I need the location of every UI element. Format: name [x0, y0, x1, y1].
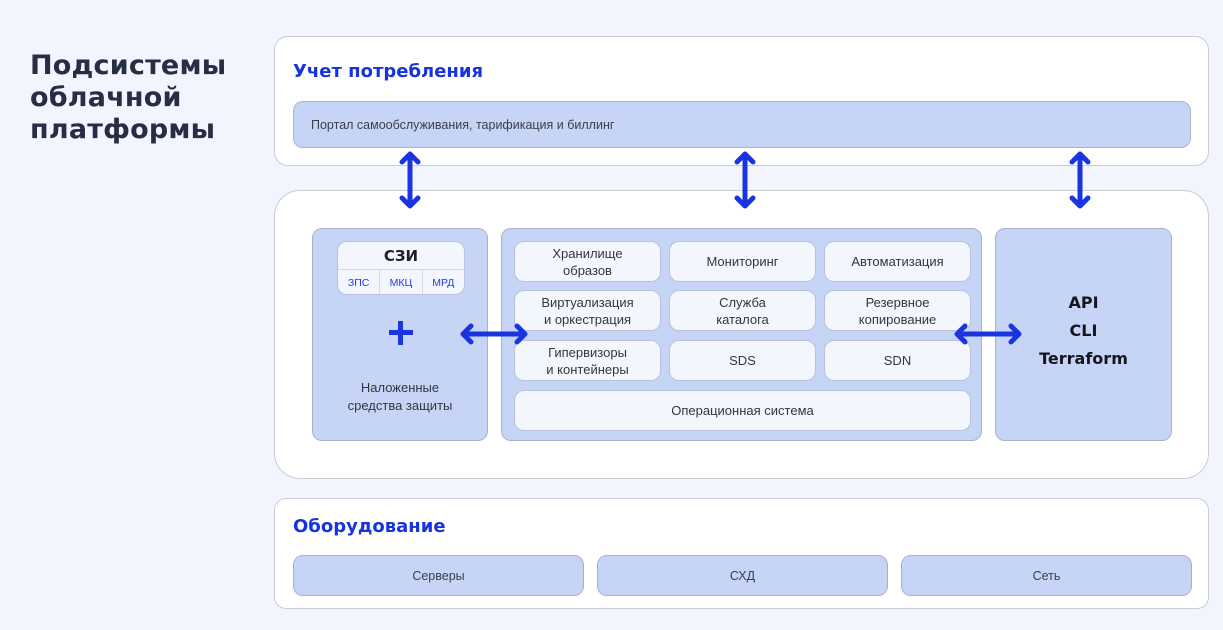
security-block: СЗИ ЗПС МКЦ МРД Наложенные средства защи… [312, 228, 488, 441]
hardware-item-label: СХД [729, 568, 756, 583]
portal-bar: Портал самообслуживания, тарификация и б… [293, 101, 1191, 148]
szi-items: ЗПС МКЦ МРД [338, 270, 464, 294]
portal-label: Портал самообслуживания, тарификация и б… [311, 117, 615, 132]
szi-item: МКЦ [380, 270, 423, 294]
hardware-item-network: Сеть [901, 555, 1192, 596]
hardware-title: Оборудование [293, 516, 446, 537]
interfaces-block: API CLI Terraform [995, 228, 1172, 441]
horizontal-arrow-icon [460, 323, 528, 345]
vertical-arrow-icon [399, 151, 421, 209]
szi-item: МРД [432, 276, 455, 289]
core-tile: Мониторинг [669, 241, 816, 282]
accounting-panel: Учет потребления Портал самообслуживания… [274, 36, 1209, 166]
overlay-label-line: средства защиты [347, 398, 453, 413]
core-tile-line: SDN [883, 353, 912, 368]
core-tile-line: Мониторинг [706, 254, 779, 269]
core-tile-line: SDS [729, 353, 756, 368]
vertical-arrow-icon [1069, 151, 1091, 209]
szi-item: ЗПС [338, 270, 381, 294]
plus-icon [389, 321, 413, 345]
core-tile-label: SDS [729, 352, 756, 369]
core-tile-line: Служба [719, 294, 766, 310]
core-tile-line: и оркестрация [543, 311, 632, 327]
horizontal-arrow-icon [954, 323, 1022, 345]
core-tile-line: и контейнеры [546, 361, 629, 377]
szi-card: СЗИ ЗПС МКЦ МРД [337, 241, 465, 295]
hardware-item-label: Серверы [412, 568, 465, 583]
os-label: Операционная система [671, 403, 814, 418]
interfaces-list: API CLI Terraform [996, 289, 1171, 373]
page-title-line: платформы [30, 114, 216, 145]
core-tile-line: Хранилище [552, 245, 623, 261]
overlay-protection-label: Наложенные средства защиты [313, 379, 487, 415]
core-tile-line: каталога [716, 311, 769, 327]
core-tile-line: Виртуализация [541, 294, 634, 310]
core-tile: SDN [824, 340, 971, 381]
page-title-line: облачной [30, 82, 182, 113]
core-tile-label: SDN [884, 352, 911, 369]
platform-panel: СЗИ ЗПС МКЦ МРД Наложенные средства защи… [274, 190, 1209, 479]
core-tile-line: копирование [858, 311, 937, 327]
core-tile: Автоматизация [824, 241, 971, 282]
page-title: Подсистемы облачной платформы [30, 50, 270, 146]
szi-title: СЗИ [338, 242, 464, 270]
os-tile: Операционная система [514, 390, 971, 431]
interface-item-api: API [1068, 293, 1099, 312]
vertical-arrow-icon [734, 151, 756, 209]
core-tile-line: Автоматизация [851, 254, 944, 269]
core-tile-label: Автоматизация [851, 253, 943, 270]
core-tile-line: Резервное [865, 294, 930, 310]
hardware-panel: Оборудование Серверы СХД Сеть [274, 498, 1209, 609]
page-title-line: Подсистемы [30, 50, 227, 81]
core-tile-line: Гипервизоры [548, 344, 627, 360]
hardware-item-storage: СХД [597, 555, 888, 596]
core-tile-line: образов [563, 262, 612, 278]
interface-item-cli: CLI [1069, 321, 1098, 340]
core-tile-label: Мониторинг [706, 253, 778, 270]
overlay-label-line: Наложенные [360, 380, 440, 395]
interface-item-terraform: Terraform [1039, 349, 1128, 368]
hardware-item-label: Сеть [1032, 568, 1061, 583]
hardware-item-servers: Серверы [293, 555, 584, 596]
accounting-title: Учет потребления [293, 61, 484, 82]
core-tile: SDS [669, 340, 816, 381]
